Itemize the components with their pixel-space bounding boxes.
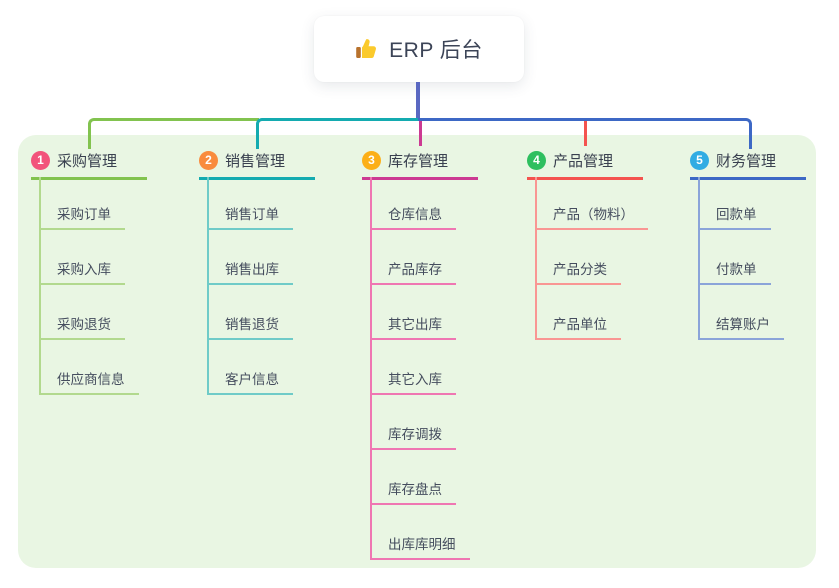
child-node[interactable]: 产品分类 [535,260,621,285]
connector-bus-mid [256,118,420,149]
child-node[interactable]: 其它出库 [370,315,456,340]
child-node[interactable]: 其它入库 [370,370,456,395]
branch-node-label: 销售管理 [225,152,286,170]
child-node[interactable]: 出库库明细 [370,535,470,560]
child-node[interactable]: 产品单位 [535,315,621,340]
child-node[interactable]: 客户信息 [207,370,293,395]
child-node[interactable]: 采购退货 [39,315,125,340]
branch-node-3[interactable]: 3 库存管理 [362,150,478,180]
thumbs-up-icon [355,37,379,61]
child-node[interactable]: 结算账户 [698,315,784,340]
child-node[interactable]: 销售退货 [207,315,293,340]
branch-index-badge: 5 [690,150,709,170]
branch-index-badge: 1 [31,150,50,170]
root-node-label: ERP 后台 [389,39,483,62]
connector-trunk [698,177,700,340]
root-node[interactable]: ERP 后台 [314,16,524,82]
child-node[interactable]: 采购订单 [39,205,125,230]
branch-index-badge: 2 [199,150,218,170]
child-node[interactable]: 供应商信息 [39,370,139,395]
connector-trunk [370,177,372,560]
branch-node-5[interactable]: 5 财务管理 [690,150,806,180]
child-node[interactable]: 销售订单 [207,205,293,230]
child-node[interactable]: 库存调拨 [370,425,456,450]
branch-node-1[interactable]: 1 采购管理 [31,150,147,180]
child-node[interactable]: 回款单 [698,205,771,230]
branch-node-2[interactable]: 2 销售管理 [199,150,315,180]
branches-panel [18,135,816,568]
connector-drop-4 [584,121,587,146]
connector-trunk [207,177,209,395]
connector-bus-left [88,118,259,149]
connector-root-stem [416,82,420,120]
connector-bus-right [418,118,752,149]
branch-node-label: 财务管理 [716,152,777,170]
connector-trunk [535,177,537,340]
connector-trunk [39,177,41,395]
branch-node-label: 采购管理 [57,152,118,170]
child-node[interactable]: 产品（物料） [535,205,648,230]
child-node[interactable]: 库存盘点 [370,480,456,505]
branch-index-badge: 3 [362,150,381,170]
branch-index-badge: 4 [527,150,546,170]
child-node[interactable]: 采购入库 [39,260,125,285]
child-node[interactable]: 销售出库 [207,260,293,285]
branch-node-label: 库存管理 [388,152,449,170]
child-node[interactable]: 仓库信息 [370,205,456,230]
branch-node-label: 产品管理 [553,152,614,170]
child-node[interactable]: 付款单 [698,260,771,285]
child-node[interactable]: 产品库存 [370,260,456,285]
branch-node-4[interactable]: 4 产品管理 [527,150,643,180]
connector-drop-3 [419,121,422,146]
